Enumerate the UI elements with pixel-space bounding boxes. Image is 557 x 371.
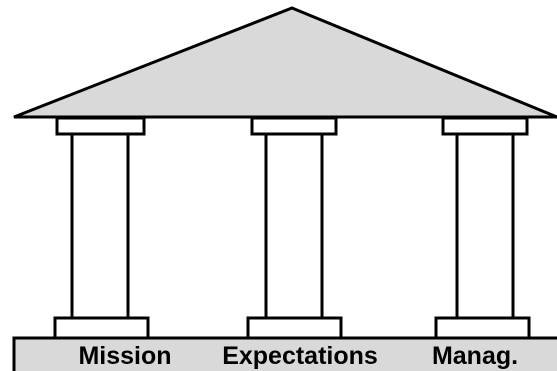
pillar-left — [55, 118, 148, 338]
pillar-right-capital — [443, 118, 527, 134]
pillar-label-management: Manag. — [432, 342, 518, 370]
pillar-middle-plinth — [248, 318, 341, 338]
pillar-left-capital — [57, 118, 144, 134]
pillar-left-plinth — [55, 318, 148, 338]
pillar-label-expectations: Expectations — [222, 342, 378, 370]
roof-pediment — [14, 8, 557, 117]
pillar-middle-shaft — [266, 134, 322, 318]
pillar-left-shaft — [72, 134, 128, 318]
pillar-middle-capital — [252, 118, 336, 134]
pillar-middle — [248, 118, 341, 338]
pillar-right — [436, 118, 529, 338]
pillar-right-shaft — [457, 134, 513, 318]
pillar-right-plinth — [436, 318, 529, 338]
pillar-label-mission: Mission — [78, 342, 171, 370]
